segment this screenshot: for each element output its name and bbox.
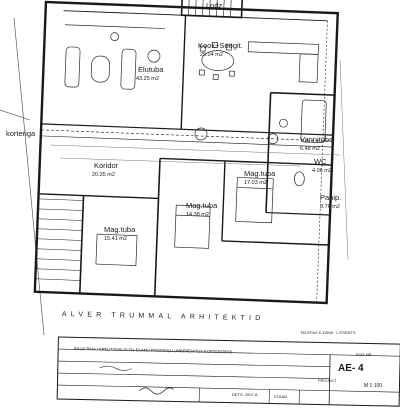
- date-field: DETS. 2007.A.: [232, 392, 259, 397]
- room-area-koridor: 20.35 m2: [92, 172, 115, 178]
- dimension-lines: [49, 59, 349, 261]
- room-label-vannituba: Vannituba: [300, 135, 334, 144]
- room-label-wc: WC: [314, 157, 327, 166]
- room-label-magtuba-2: Mag.tuba: [186, 201, 218, 210]
- room-area-wc: 4.06 m2: [312, 168, 332, 174]
- room-area-magtuba-3: 15.41 m2: [104, 236, 127, 242]
- room-label-elutuba: Elutuba: [138, 65, 164, 74]
- furniture: [64, 24, 327, 266]
- room-area-magtuba-1: 17.03 m2: [244, 180, 267, 186]
- room-area-magtuba-2: 14.38 m2: [186, 212, 209, 218]
- room-label-magtuba-3: Mag.tuba: [104, 225, 136, 234]
- room-label-kook: Kook+Söögit.: [198, 41, 243, 50]
- room-area-vannituba: 6.48 m2: [300, 146, 320, 152]
- room-label-lodz: Lodz: [206, 1, 223, 10]
- room-label-magtuba-1: Mag.tuba: [244, 169, 276, 178]
- room-label-korteriga: korteriga: [6, 129, 36, 138]
- project-label: PROJEKT: [318, 378, 337, 383]
- room-area-kook: 25.04 m2: [200, 52, 223, 58]
- room-label-koridor: Koridor: [94, 161, 119, 170]
- room-label-panip: Panip.: [320, 193, 341, 202]
- room-area-elutuba: 43.25 m2: [136, 76, 159, 82]
- building-walls: [33, 0, 339, 305]
- title-block: [56, 336, 400, 407]
- stage-label: STAAD.: [274, 394, 289, 399]
- room-labels: Lodz Kook+Söögit. 25.04 m2 Elutuba 43.25…: [6, 1, 341, 242]
- scale-label: M 1:100: [364, 383, 383, 389]
- sheet-number-label: FOG NR: [356, 352, 372, 357]
- room-area-panip: 3.76 m2: [320, 204, 340, 210]
- firm-contact: TELEFAX 6 11908 · LITSENTS: [300, 330, 356, 335]
- sheet-code: AE- 4: [338, 363, 364, 374]
- paper-frame: [0, 17, 45, 336]
